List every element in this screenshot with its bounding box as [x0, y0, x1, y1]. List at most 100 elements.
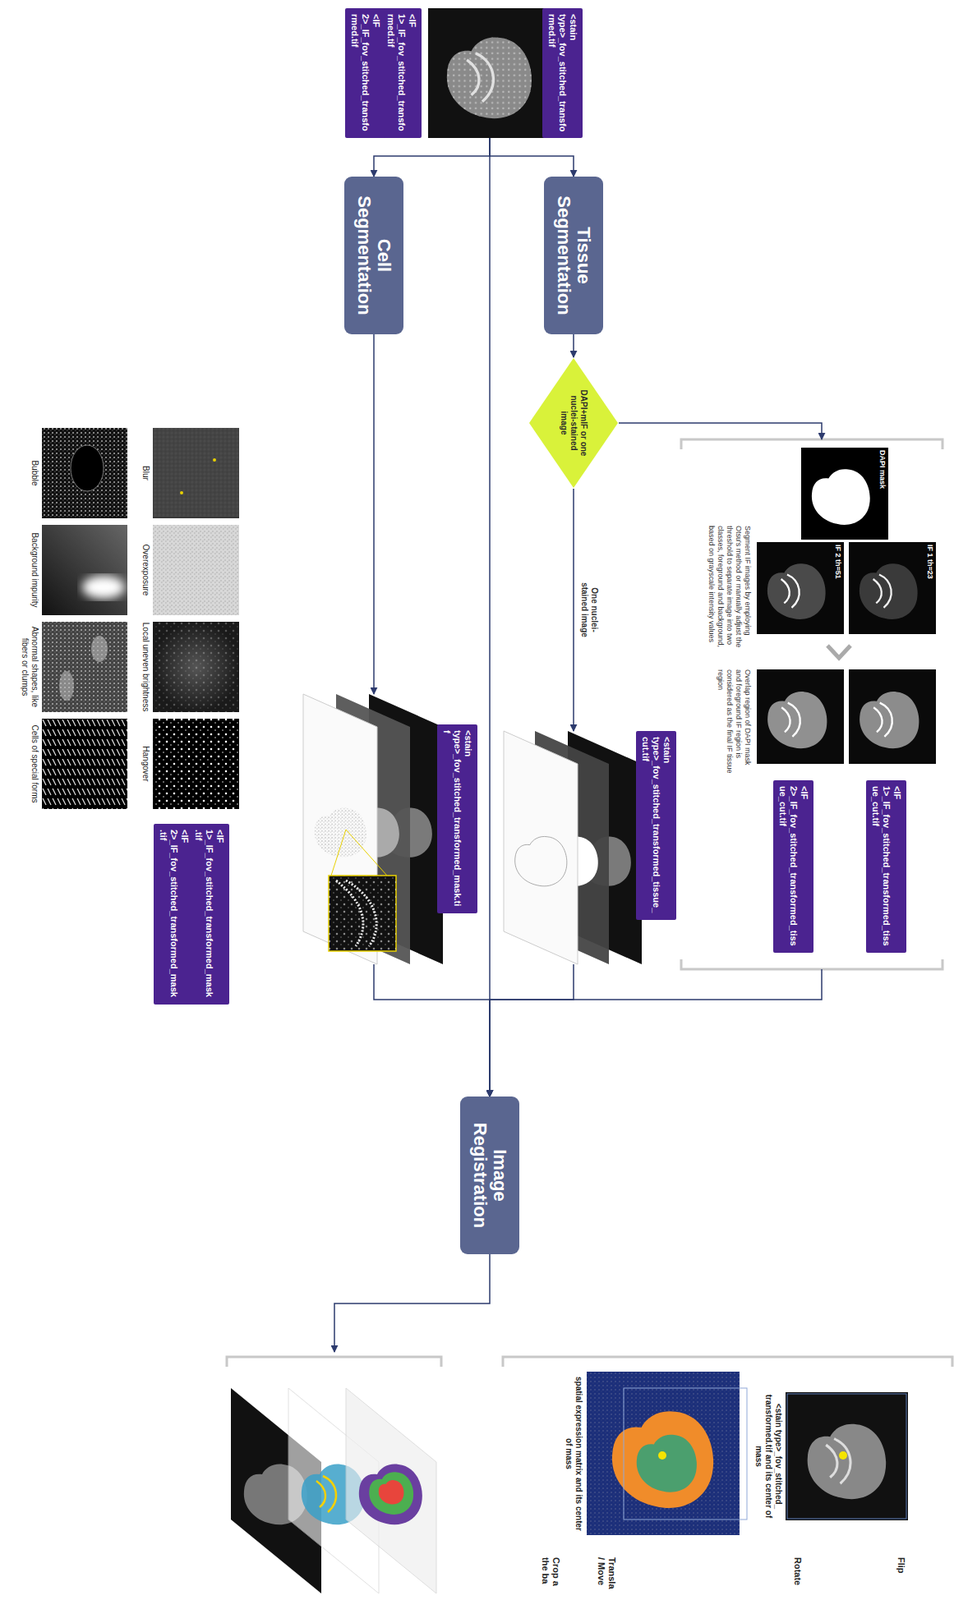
process-box: Cell Segmentation — [344, 176, 404, 335]
panel-bracket — [226, 1357, 442, 1368]
stain-image — [785, 1392, 908, 1521]
quality-example — [152, 718, 240, 810]
quality-example — [179, 491, 184, 495]
panel-note: Crop a the ba — [539, 1557, 562, 1595]
quality-example — [41, 622, 128, 713]
quality-example — [212, 458, 217, 462]
stain-image — [825, 1439, 851, 1485]
step-label: Tissue Segmentation — [553, 183, 594, 328]
flow-connector — [489, 964, 574, 1097]
panel-bracket — [502, 1357, 953, 1368]
image-node: <stain type>_fov_stitched_transformed_ma… — [303, 694, 478, 965]
detail-panel: Segment IF images by employing Otsu's me… — [681, 439, 943, 970]
quality-example — [91, 636, 108, 663]
quality-example — [152, 622, 240, 713]
tissue-stack — [503, 731, 642, 965]
image-node: <stain type>_fov_stitched_transformed.ti… — [426, 8, 583, 139]
file-tag: <stain type>_fov_stitched_transformed_ma… — [437, 724, 478, 914]
overlay-stack — [345, 1388, 437, 1595]
decision-diamond: DAPI+mIF or one nuclei-stained image — [528, 357, 619, 489]
step-label: Image Registration — [470, 1103, 510, 1249]
image-label: IF 1 th=23 — [925, 544, 935, 580]
overlay-stack — [230, 1388, 437, 1595]
overlay-stack — [316, 1476, 337, 1513]
panel-bracket — [226, 439, 953, 1368]
quality-example — [59, 671, 74, 701]
file-tag: <stain type>_fov_stitched_transformed_ti… — [636, 731, 677, 921]
image-tile: <stain type>_fov_stitched_ transformed.t… — [743, 1392, 908, 1521]
file-name: <IF 2>_IF_fov_stitched_transformed_tissu… — [777, 786, 810, 948]
process-arrow — [827, 645, 851, 659]
panel-note: Flip — [895, 1557, 907, 1595]
file-tag: <IF 1>_IF_fov_stitched_transformed_tissu… — [866, 780, 907, 954]
tissue-stack — [515, 836, 567, 886]
image-caption: spatial expression matrix and its center… — [563, 1372, 584, 1537]
quality-example — [41, 428, 128, 519]
file-tag: <IF 2>_IF_fov_stitched_transformed_mask.… — [153, 824, 194, 1005]
tissue-cut-image — [848, 669, 936, 765]
tissue-cut-image — [873, 703, 893, 738]
file-name: <IF 2>_IF_fov_stitched_transformed_mask.… — [157, 829, 190, 1000]
tissue-stack — [503, 731, 578, 965]
stitched-image — [447, 37, 532, 120]
quality-example — [152, 428, 240, 519]
figure-caption: Bubble — [29, 428, 40, 519]
tissue-cut-image — [767, 691, 827, 749]
image-label: DAPI mask — [877, 450, 887, 489]
quality-example — [152, 718, 240, 810]
flow-connector — [572, 334, 575, 358]
if-image — [873, 574, 892, 608]
quality-example — [70, 445, 104, 492]
flow-connector — [373, 964, 490, 1097]
flow-connector — [489, 138, 574, 177]
file-tag: <stain type>_fov_stitched_transformed.ti… — [542, 8, 583, 139]
file-name: <IF 2>_IF_fov_stitched_transformed.tif — [349, 13, 382, 133]
cell-stack — [328, 875, 397, 952]
flow-connector — [373, 138, 490, 177]
file-tag: <IF 1>_IF_fov_stitched_transformed_mask.… — [188, 824, 230, 1005]
quality-example — [152, 525, 240, 616]
figure-caption: Abnormal shapes, like fibers or clumps — [19, 622, 40, 713]
flow-connector — [572, 488, 575, 732]
stitched-image — [466, 53, 494, 102]
stain-image — [807, 1424, 887, 1500]
image-tile: DAPI mask — [801, 447, 889, 540]
expression-matrix — [623, 1388, 747, 1521]
flow-connector — [373, 334, 375, 695]
mask-image — [811, 469, 871, 526]
stitched-image — [447, 37, 532, 120]
diamond-shape — [529, 358, 618, 489]
image-node: <stain type>_fov_stitched_transformed_ti… — [503, 731, 677, 965]
stain-image — [785, 1392, 908, 1521]
expression-matrix — [612, 1411, 714, 1509]
detail-panel: Flip Rotate Transla / Move Crop a the ba <st… — [502, 1357, 953, 1600]
panel-note: Transla / Move — [595, 1557, 618, 1595]
panel-note: Rotate — [792, 1557, 803, 1595]
overlay-stack — [378, 1480, 405, 1505]
quality-example — [152, 428, 240, 519]
if-image — [781, 574, 800, 608]
image-label: IF 2 th=51 — [833, 544, 843, 580]
if-image — [756, 542, 844, 635]
process-box: Tissue Segmentation — [543, 176, 604, 335]
quality-example — [82, 576, 125, 600]
figure-caption: Hangover — [140, 718, 151, 810]
quality-example — [41, 622, 128, 713]
quality-example — [152, 622, 240, 713]
image-tile: IF 1 th=23 — [848, 542, 936, 635]
cell-stack — [328, 875, 397, 952]
edge-label: One nuclei-stained image — [578, 573, 600, 648]
quality-example — [41, 718, 128, 810]
file-name: <IF 1>_IF_fov_stitched_transformed.tif — [385, 13, 418, 133]
cell-stack — [314, 807, 367, 858]
flow-connector — [618, 423, 822, 440]
overlay-stack — [359, 1465, 423, 1526]
process-box: Image Registration — [460, 1096, 520, 1255]
figure-caption: Overexposure — [140, 525, 151, 616]
panel-note: Overlap region of DAPI mask and foregrou… — [715, 669, 752, 779]
tissue-cut-image — [781, 703, 801, 738]
quality-example — [41, 428, 128, 519]
cell-stack — [331, 829, 388, 876]
step-label: Cell Segmentation — [354, 183, 394, 328]
